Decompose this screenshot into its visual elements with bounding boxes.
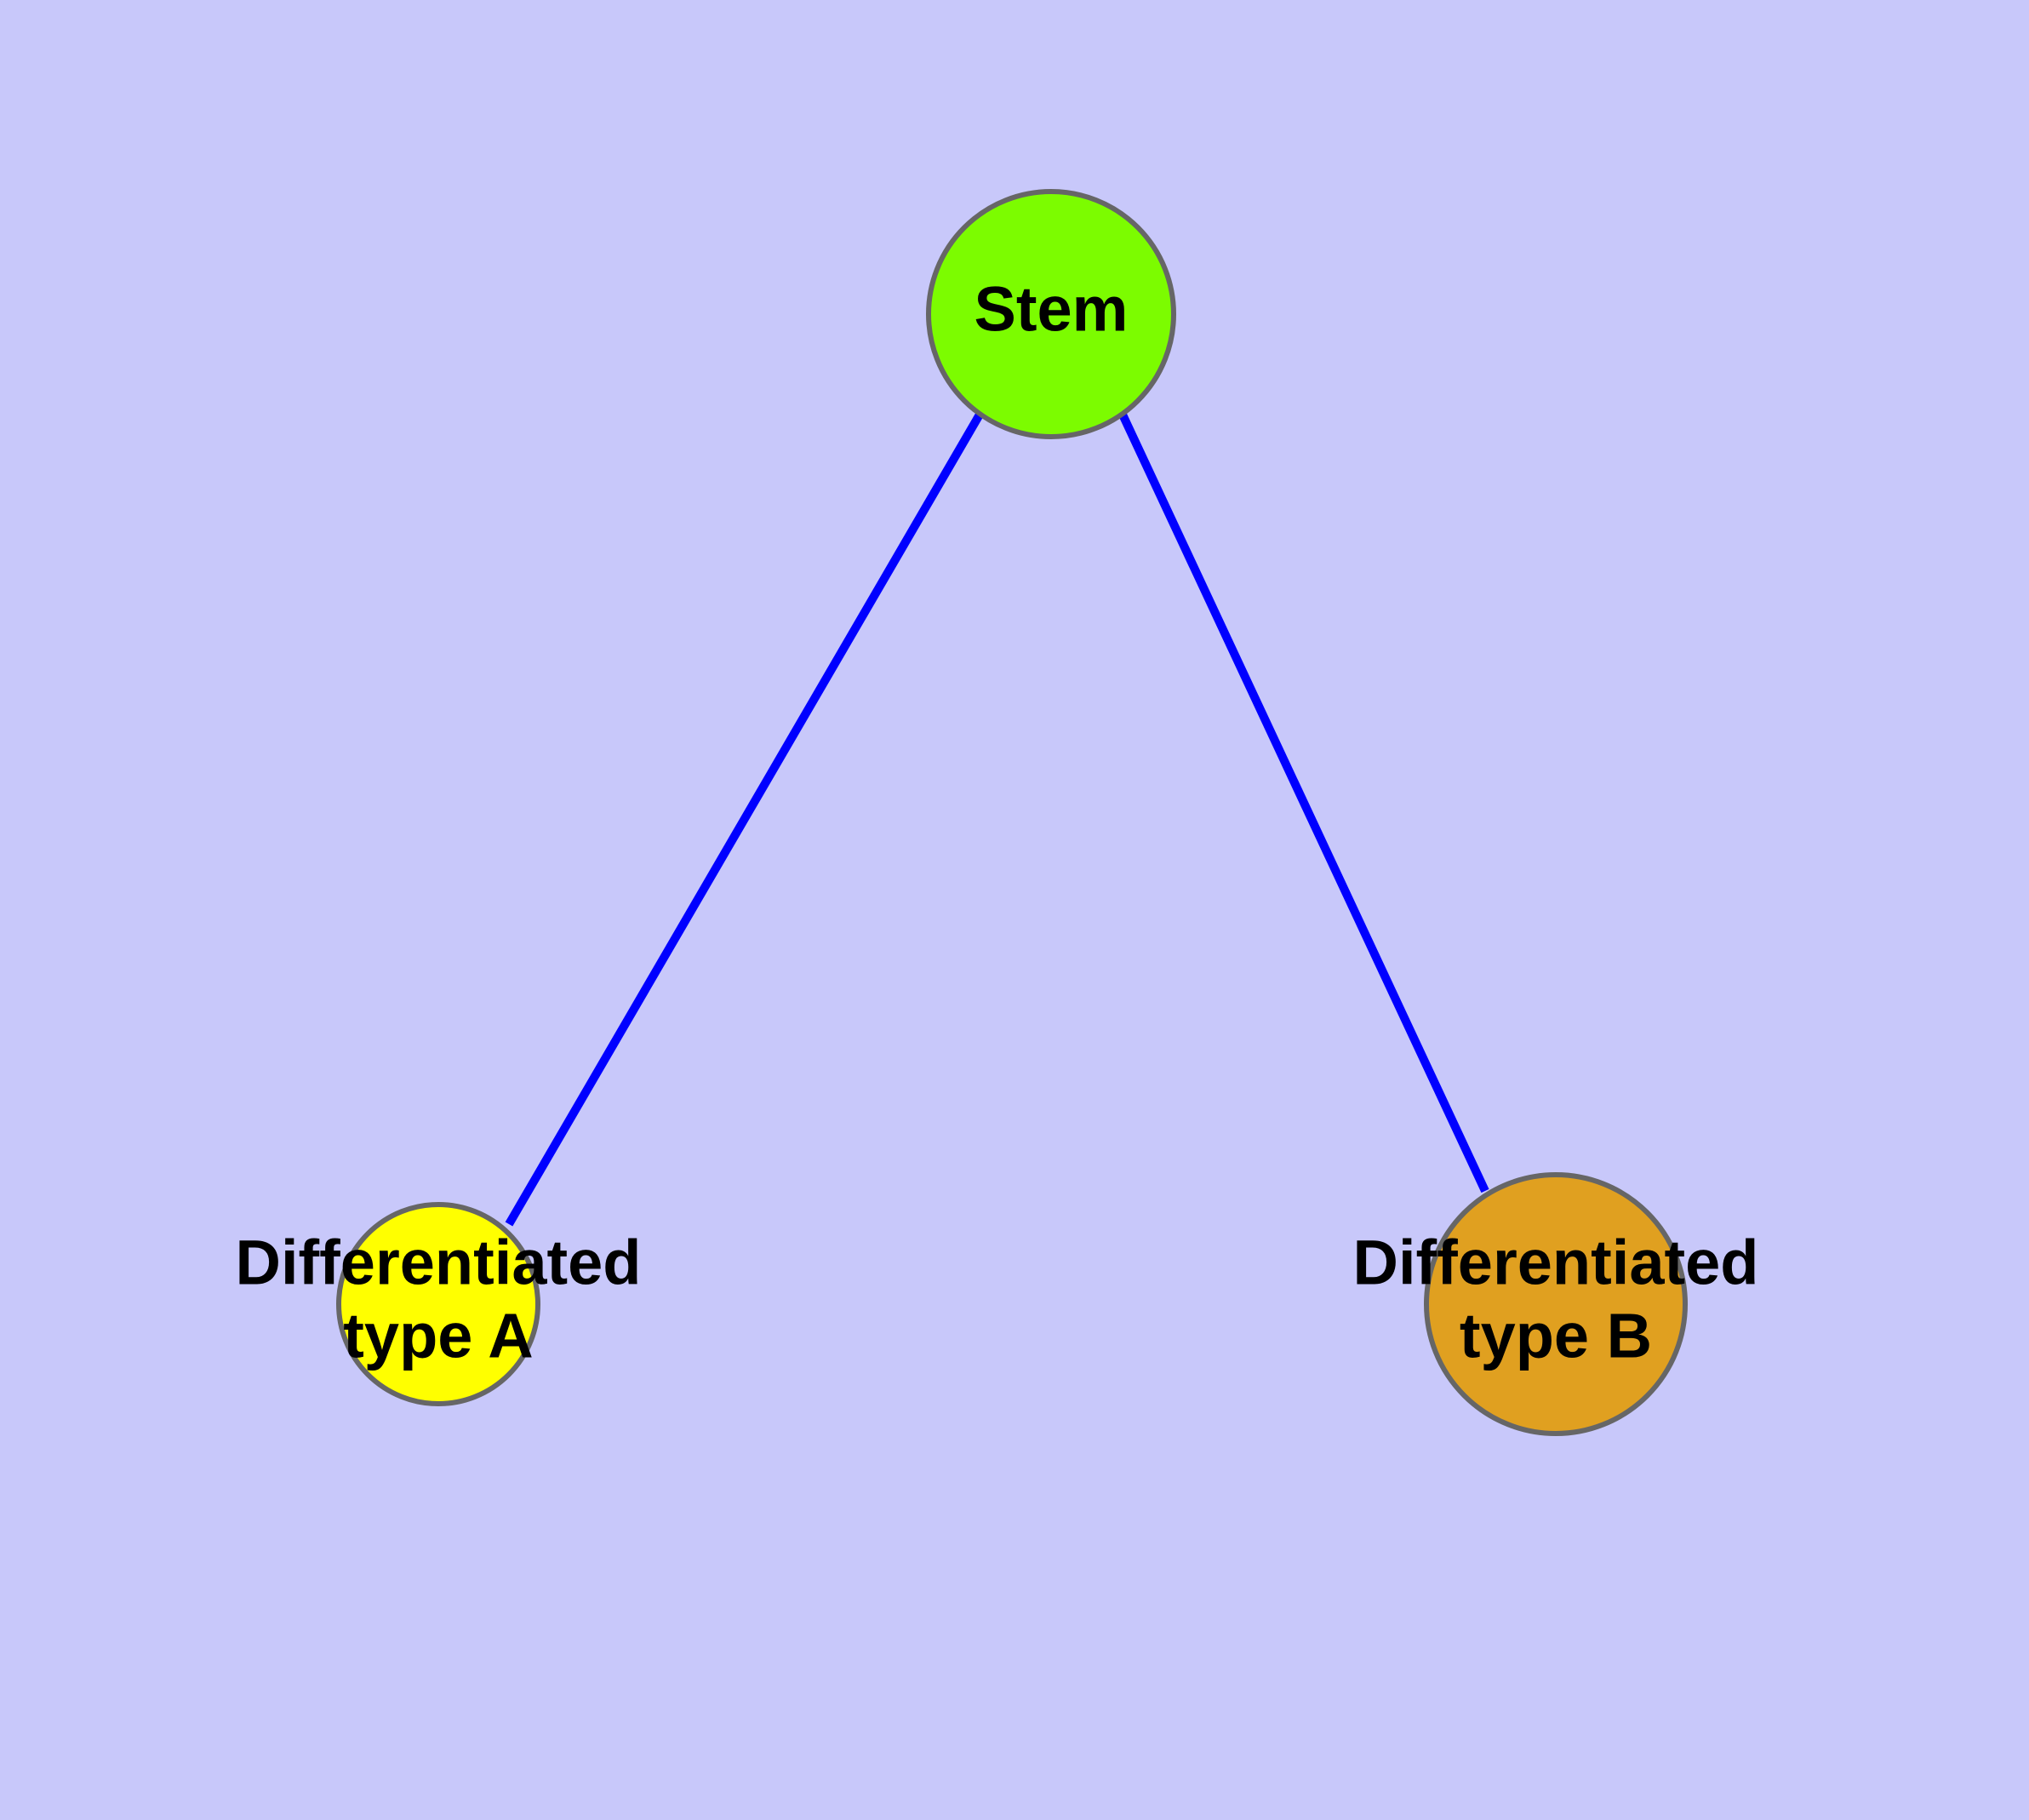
node-label-line: Differentiated (1353, 1228, 1759, 1298)
graph-node-label-stem: Stem (974, 274, 1129, 345)
node-label-line: Differentiated (236, 1228, 642, 1298)
node-label-line: type B (1460, 1301, 1652, 1371)
graph-edge[interactable] (1118, 412, 1489, 1193)
graph-node-stem[interactable] (926, 189, 1176, 439)
node-label-line: Stem (974, 274, 1129, 345)
node-label-line: type A (343, 1301, 533, 1371)
edges-layer (505, 412, 1489, 1227)
nodes-layer (336, 189, 1688, 1436)
graph-node-diff_a[interactable] (336, 1202, 540, 1406)
graph-edge[interactable] (505, 412, 984, 1227)
graph-node-diff_b[interactable] (1424, 1172, 1688, 1436)
